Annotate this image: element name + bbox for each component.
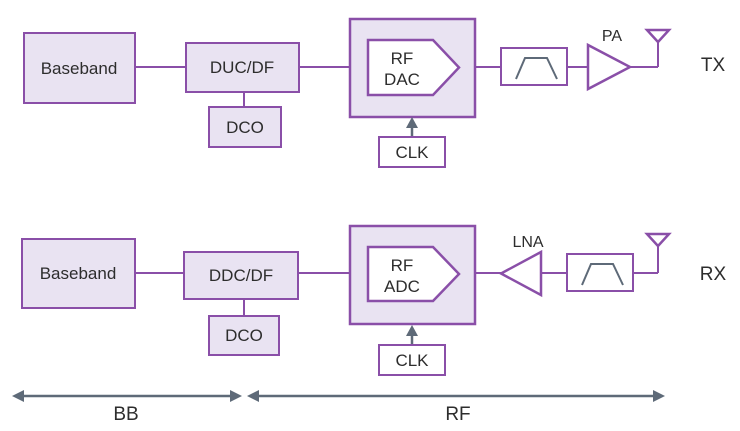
bb-arrowhead-right-icon xyxy=(230,390,242,402)
tx-bandpass-filter-icon xyxy=(515,57,558,80)
tx-dac-pentagon-icon xyxy=(366,38,461,97)
tx-ducdf-block xyxy=(185,42,300,93)
tx-dco-block xyxy=(208,106,282,148)
rx-bandpass-filter-icon xyxy=(581,263,624,286)
tx-filter-block xyxy=(500,47,568,86)
rx-chain: Baseband DDC/DF DCO RF ADC CLK LNA xyxy=(21,224,727,376)
tx-dco-label: DCO xyxy=(226,118,264,137)
rf-domain-label: RF xyxy=(445,404,470,425)
rx-adc-label-line2: ADC xyxy=(384,277,420,296)
rx-clk-block xyxy=(378,344,446,376)
tx-baseband-label: Baseband xyxy=(41,59,118,78)
tx-clk-arrowhead-icon xyxy=(406,117,418,128)
tx-dac-label-line2: DAC xyxy=(384,70,420,89)
tx-antenna-icon xyxy=(644,28,672,44)
rx-lna-label: LNA xyxy=(512,234,543,251)
rf-arrowhead-left-icon xyxy=(247,390,259,402)
rx-lna-amplifier-icon xyxy=(498,249,543,298)
rx-filter-block xyxy=(566,253,634,292)
tx-ducdf-label: DUC/DF xyxy=(210,58,274,77)
rx-ddcdf-label: DDC/DF xyxy=(209,266,273,285)
rx-dco-block xyxy=(208,315,280,356)
bb-arrowhead-left-icon xyxy=(12,390,24,402)
rx-adc-pentagon-icon xyxy=(366,245,461,303)
rx-chain-label: RX xyxy=(700,264,727,285)
tx-pa-amplifier-icon xyxy=(586,42,633,92)
rx-baseband-label: Baseband xyxy=(40,264,117,283)
tx-chain-label: TX xyxy=(701,55,726,76)
rx-ddcdf-block xyxy=(183,251,299,300)
tx-baseband-block xyxy=(23,32,136,104)
rx-clk-arrowhead-icon xyxy=(406,325,418,336)
rx-clk-label: CLK xyxy=(395,351,429,370)
rf-arrowhead-right-icon xyxy=(653,390,665,402)
tx-chain: Baseband DUC/DF DCO RF DAC CLK PA xyxy=(23,17,726,168)
rx-antenna-icon xyxy=(644,232,672,248)
rx-baseband-block xyxy=(21,238,136,309)
rx-adc-label-line1: RF xyxy=(391,256,414,275)
domain-axis: BB RF xyxy=(12,390,665,425)
tx-pa-label: PA xyxy=(602,28,622,45)
rx-dco-label: DCO xyxy=(225,326,263,345)
bb-domain-label: BB xyxy=(113,404,138,425)
tx-dac-label-line1: RF xyxy=(391,49,414,68)
tx-clk-label: CLK xyxy=(395,143,429,162)
tx-clk-block xyxy=(378,136,446,168)
